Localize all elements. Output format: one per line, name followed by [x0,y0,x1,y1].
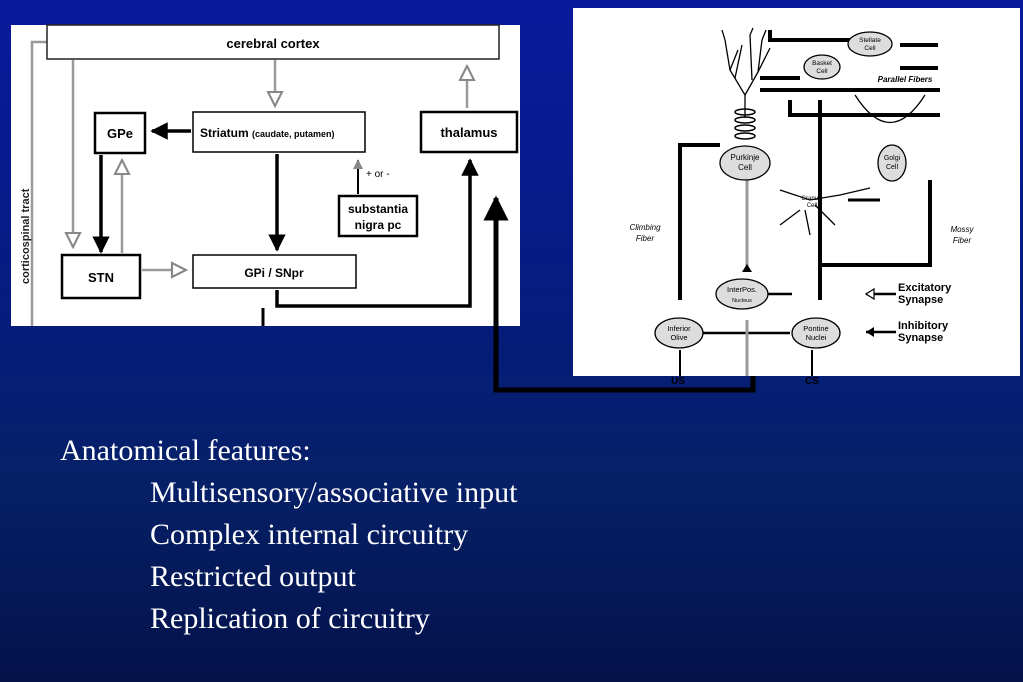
features-list: Multisensory/associative input Complex i… [60,472,517,640]
substantia-nigra-label-2: nigra pc [355,218,402,232]
plus-minus-label: + or - [366,169,390,180]
climbing-fiber-label-2: Fiber [636,234,655,243]
mossy-fiber-label-2: Fiber [953,236,972,245]
stellate-label-1: Stellate [859,37,881,44]
feature-item: Replication of circuitry [150,602,430,635]
interpos-label-1: InterPos. [727,285,757,294]
substantia-nigra-label-1: substantia [348,202,408,216]
golgi-label-2: Cell [886,164,899,171]
stn-box [60,253,142,300]
pontine-label-1: Pontine [803,324,828,333]
parallel-fibers-label: Parallel Fibers [878,75,933,84]
gpe-box [93,111,147,155]
excitatory-label-1: Excitatory [898,282,952,294]
stn-label: STN [88,270,114,285]
cerebellum-to-thalamus-arrow [483,195,756,393]
gpi-snpr-box [192,254,357,289]
gpi-snpr-label: GPi / SNpr [244,266,304,280]
inhibitory-label-1: Inhibitory [898,320,949,332]
interpos-label-2: Nucleus [732,298,752,304]
purkinje-inhibitory-synapse [742,264,752,272]
feature-item: Multisensory/associative input [150,476,518,509]
stellate-label-2: Cell [864,45,876,52]
inferior-olive-label-1: Inferior [667,324,691,333]
golgi-dendrites [854,94,926,123]
cerebral-cortex-box [46,24,500,60]
climbing-fiber-label-1: Climbing [629,223,661,232]
cerebellum-diagram: Golgi Cell Stellate Cell Basket Cell Par… [573,8,1020,387]
striatum-label: Striatum (caudate, putamen) [200,126,335,140]
purkinje-cell [719,145,771,181]
gpi-to-thalamus-arrow [275,158,479,308]
inferior-olive-label-2: Olive [670,333,687,342]
climbing-fiber-coil [734,108,756,140]
interpositus-nucleus [715,278,769,310]
granule-cell-dendrites [779,187,871,236]
purkinje-label-1: Purkinje [731,153,760,162]
feature-item: Restricted output [150,560,356,593]
us-label: US [671,376,685,387]
substantia-nigra-box [337,194,419,238]
pontine-nuclei [791,317,841,349]
excitatory-legend-symbol [864,287,875,301]
cerebral-cortex-label: cerebral cortex [226,36,320,51]
thalamus-box [419,110,519,154]
features-heading: Anatomical features: [60,434,311,467]
feature-item: Complex internal circuitry [150,518,469,551]
basal-ganglia-diagram: corticospinal tract cerebral cortex GPe … [11,24,520,326]
stellate-cell [847,31,893,57]
cs-label: CS [805,376,819,387]
excitatory-label-2: Synapse [898,294,943,306]
thalamus-label: thalamus [440,125,497,140]
granule-label-2: Cell [807,203,817,209]
fiber-pathways [678,30,940,300]
corticospinal-tract-line [30,40,47,326]
inhibitory-legend-symbol [866,327,874,337]
pontine-label-2: Nuclei [806,333,827,342]
granule-label-1: Granule [801,196,823,202]
basket-label-1: Basket [812,60,832,67]
striatum-box [192,111,366,153]
golgi-cell [877,144,907,182]
gpe-label: GPe [107,126,133,141]
golgi-label-1: Golgi [884,155,901,162]
purkinje-dendrites [721,27,771,118]
corticospinal-tract-label: corticospinal tract [20,188,32,284]
basket-label-2: Cell [816,68,828,75]
cerebellum-panel [573,8,1020,376]
basket-cell [803,54,841,80]
purkinje-label-2: Cell [738,163,752,172]
inhibitory-label-2: Synapse [898,332,943,344]
anatomical-features-text: Anatomical features: Multisensory/associ… [60,430,517,640]
mossy-fiber-label-1: Mossy [950,225,974,234]
